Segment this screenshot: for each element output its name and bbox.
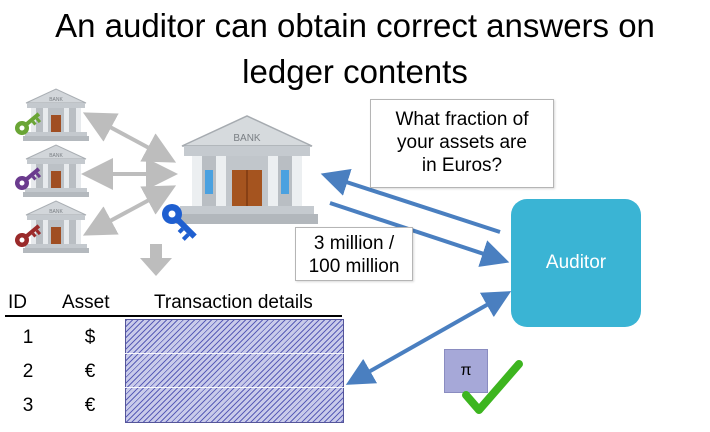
row-3-id: 3 bbox=[22, 395, 34, 416]
svg-text:BANK: BANK bbox=[49, 209, 63, 215]
answer-line-1: 3 million / bbox=[313, 233, 395, 254]
row-2-asset: € bbox=[84, 361, 96, 382]
question-line-3: in Euros? bbox=[421, 155, 503, 176]
table-header-asset: Asset bbox=[62, 292, 110, 313]
row-divider bbox=[125, 387, 344, 388]
table-header-details: Transaction details bbox=[154, 292, 313, 313]
checkmark-icon bbox=[462, 360, 523, 414]
svg-text:BANK: BANK bbox=[49, 153, 63, 159]
question-arrow bbox=[320, 169, 501, 234]
main-bank-icon: BANK bbox=[176, 112, 318, 235]
peer-arrow-bottom bbox=[82, 185, 177, 236]
row-divider bbox=[125, 353, 344, 354]
row-3-asset: € bbox=[84, 395, 96, 416]
slide-title-line-1: An auditor can obtain correct answers on bbox=[55, 7, 655, 44]
svg-text:BANK: BANK bbox=[49, 97, 63, 103]
row-1-asset: $ bbox=[84, 327, 96, 348]
answer-arrow bbox=[329, 201, 510, 267]
table-header-id: ID bbox=[8, 292, 27, 313]
purple-key-icon bbox=[15, 167, 42, 190]
auditor-box: Auditor bbox=[511, 199, 641, 327]
proof-box: π bbox=[444, 349, 488, 393]
table-header-rule bbox=[5, 315, 342, 317]
peer-arrow-top bbox=[82, 112, 177, 163]
slide-title-line-2: ledger contents bbox=[242, 53, 468, 90]
encrypted-transaction-details bbox=[125, 319, 344, 423]
ledger-auditor-arrow bbox=[345, 291, 512, 385]
answer-callout: 3 million / 100 million bbox=[295, 227, 413, 281]
down-arrow bbox=[140, 244, 172, 276]
question-callout: What fraction of your assets are in Euro… bbox=[370, 99, 554, 188]
row-1-id: 1 bbox=[22, 327, 34, 348]
auditor-label: Auditor bbox=[545, 252, 607, 273]
question-line-2: your assets are bbox=[397, 132, 527, 153]
red-key-icon bbox=[15, 224, 42, 247]
svg-text:BANK: BANK bbox=[233, 133, 261, 144]
proof-label: π bbox=[460, 362, 472, 379]
row-2-id: 2 bbox=[22, 361, 34, 382]
green-key-icon bbox=[15, 112, 42, 135]
bank-icon: BANK bbox=[22, 142, 90, 205]
question-line-1: What fraction of bbox=[395, 109, 529, 130]
blue-key-icon bbox=[162, 204, 197, 241]
answer-line-2: 100 million bbox=[308, 256, 400, 277]
